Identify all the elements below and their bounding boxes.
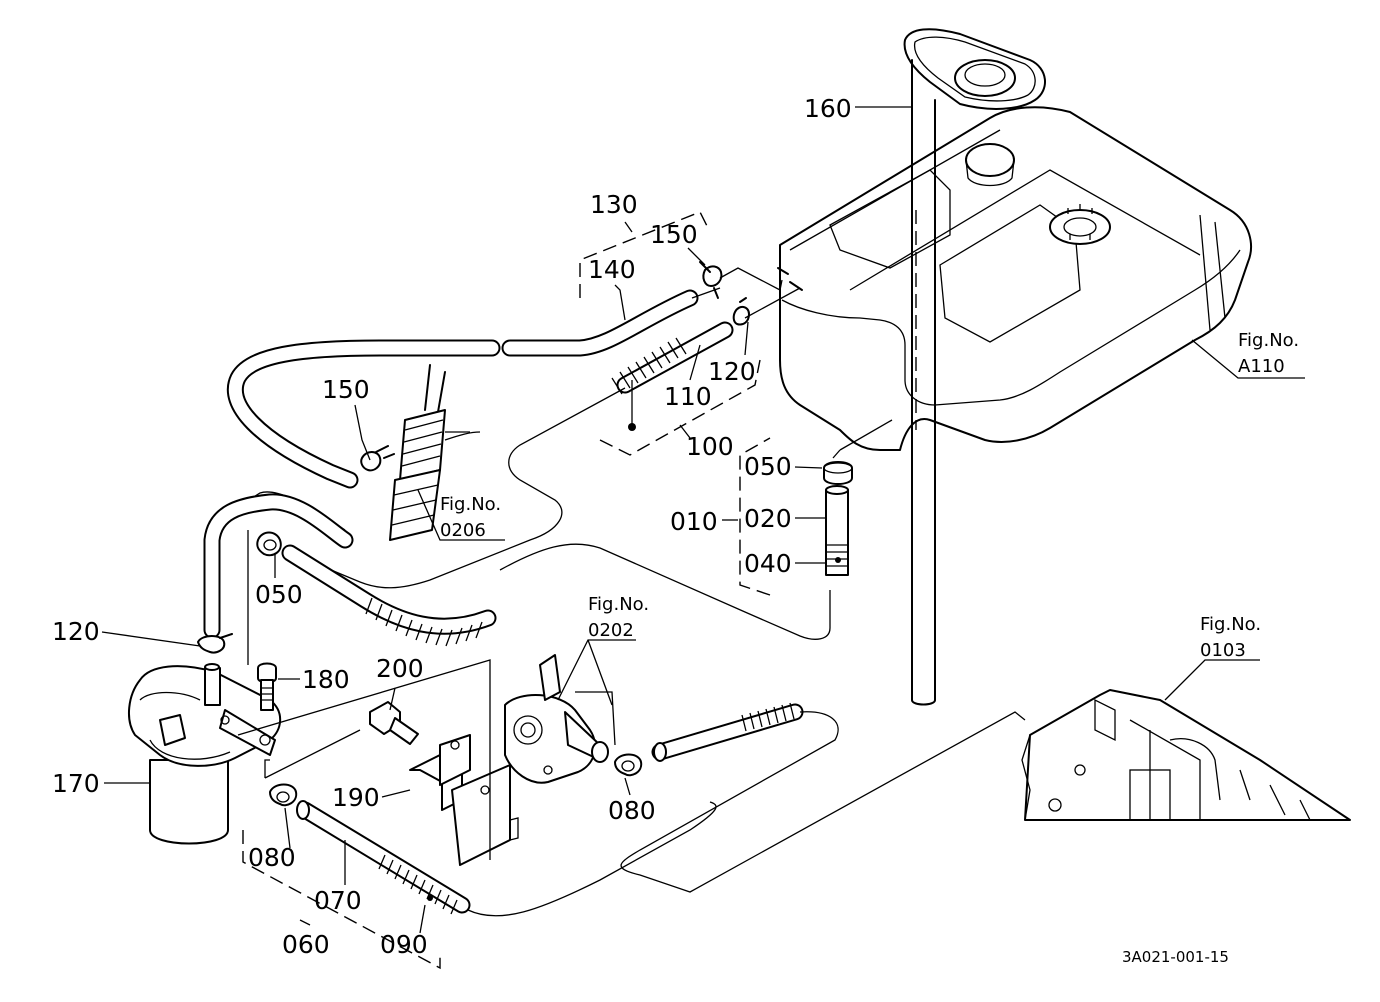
label-070: 070 — [314, 886, 362, 915]
return-hose-140 — [226, 289, 699, 489]
engine-block — [1021, 689, 1351, 821]
strainer-assembly-010 — [823, 461, 853, 576]
figref-0202-number: 0202 — [588, 620, 634, 641]
bracket-190 — [409, 734, 519, 866]
bolt-200 — [369, 701, 419, 745]
feed-hose-upper — [203, 493, 497, 647]
figref-0103-number: 0103 — [1200, 640, 1246, 661]
overflow-hose-110 — [611, 321, 734, 431]
fuel-pump — [504, 654, 609, 784]
label-160: 160 — [804, 94, 852, 123]
figref-0202-title: Fig.No. — [588, 594, 649, 615]
drawing-code: 3A021-001-15 — [1122, 948, 1229, 966]
label-150-top: 150 — [650, 220, 698, 249]
label-130: 130 — [590, 190, 638, 219]
fuel-filler-neck — [903, 28, 1046, 706]
label-010: 010 — [670, 507, 718, 536]
label-090: 090 — [380, 930, 428, 959]
clamp-150-top — [699, 261, 723, 299]
label-140: 140 — [588, 255, 636, 284]
label-040: 040 — [744, 549, 792, 578]
fuel-filter-170 — [128, 663, 282, 845]
bracket-060 — [242, 830, 441, 970]
label-100: 100 — [686, 432, 734, 461]
clamp-080-right — [614, 753, 643, 777]
label-180: 180 — [302, 665, 350, 694]
injector-pipe — [389, 364, 481, 541]
clamp-080-left — [269, 783, 298, 807]
figref-a110-title: Fig.No. — [1238, 330, 1299, 351]
figref-0206-number: 0206 — [440, 520, 486, 541]
clamp-150-mid — [360, 445, 395, 472]
clamp-120-top — [732, 297, 750, 326]
figref-a110-number: A110 — [1238, 356, 1285, 377]
bracket-100 — [599, 359, 761, 456]
label-080-right: 080 — [608, 796, 656, 825]
clamp-050-left — [256, 531, 282, 557]
label-080-left: 080 — [248, 843, 296, 872]
label-150-mid: 150 — [322, 375, 370, 404]
figref-0206-title: Fig.No. — [440, 494, 501, 515]
label-120-left: 120 — [52, 617, 100, 646]
filter-leader-lines — [237, 659, 491, 860]
hose-right — [620, 702, 1026, 893]
label-050-left: 050 — [255, 580, 303, 609]
figref-leaders — [417, 339, 1305, 746]
figref-0103-title: Fig.No. — [1200, 614, 1261, 635]
label-200: 200 — [376, 654, 424, 683]
bracket-010 — [739, 437, 771, 596]
bolt-180 — [257, 662, 277, 711]
fuel-tank — [777, 106, 1252, 451]
label-170: 170 — [52, 769, 100, 798]
hose-lower-070 — [296, 800, 717, 917]
bracket-130 — [579, 211, 709, 298]
label-190: 190 — [332, 783, 380, 812]
label-110: 110 — [664, 382, 712, 411]
label-120-top: 120 — [708, 357, 756, 386]
clamp-120-filter — [197, 633, 233, 654]
label-leaders — [101, 106, 912, 934]
label-060: 060 — [282, 930, 330, 959]
label-020: 020 — [744, 504, 792, 533]
label-050-right: 050 — [744, 452, 792, 481]
